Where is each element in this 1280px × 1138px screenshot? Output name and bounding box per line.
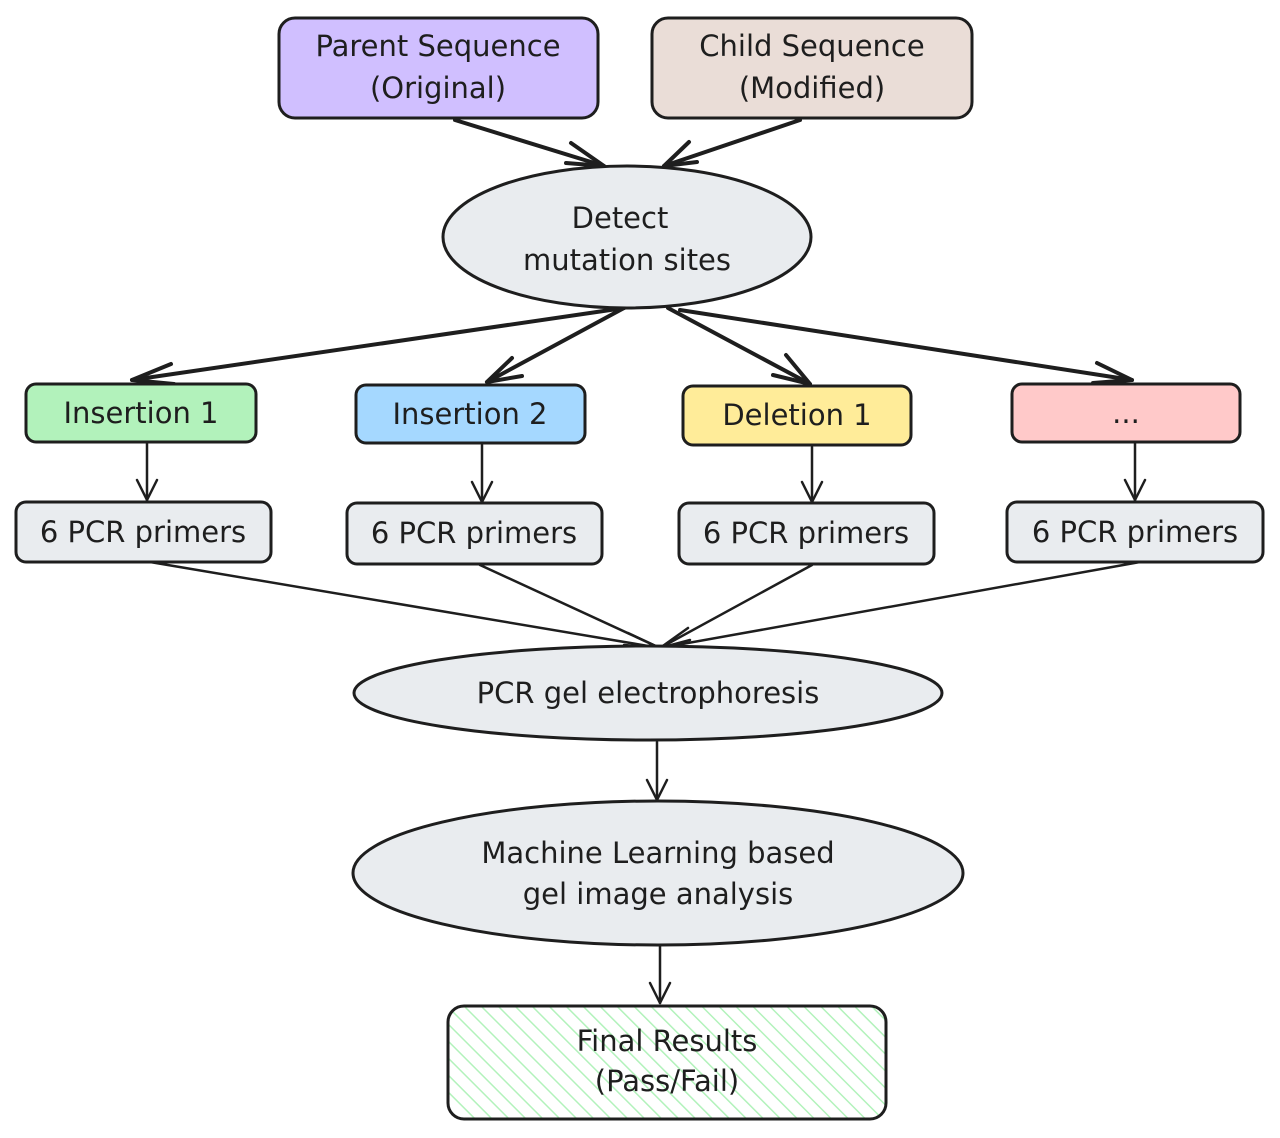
edge-detect-to-insertion2 xyxy=(485,306,626,384)
final-results-line1: Final Results xyxy=(577,1024,758,1058)
edge-detect-to-ellipsis xyxy=(678,308,1134,385)
final-results-line2: (Pass/Fail) xyxy=(595,1064,739,1098)
edge-insertion1-to-primers1 xyxy=(135,441,159,502)
insertion-1-node: Insertion 1 xyxy=(24,382,258,444)
detect-line2: mutation sites xyxy=(523,243,731,277)
pcr-gel-electrophoresis-label: PCR gel electrophoresis xyxy=(477,676,820,710)
deletion-1-node: Deletion 1 xyxy=(681,384,913,447)
pcr-primers-node-3: 6 PCR primers xyxy=(677,501,936,566)
edge-insertion2-to-primers2 xyxy=(470,443,494,504)
detect-mutation-sites-node: Detect mutation sites xyxy=(441,164,813,310)
edge-child-to-detect xyxy=(662,118,802,168)
edge-ellipsis-to-primers4 xyxy=(1123,441,1147,502)
insertion-2-node: Insertion 2 xyxy=(354,383,587,445)
pcr-primers-label-2: 6 PCR primers xyxy=(371,516,577,550)
edge-detect-to-deletion1 xyxy=(666,306,812,386)
pcr-primers-node-1: 6 PCR primers xyxy=(14,500,273,564)
child-sequence-line1: Child Sequence xyxy=(699,29,924,63)
child-sequence-node: Child Sequence (Modified) xyxy=(650,16,974,120)
more-mutations-label: ... xyxy=(1112,396,1140,430)
edge-primers4-to-gel xyxy=(658,560,1142,650)
edge-ml-to-final xyxy=(648,944,672,1005)
pcr-primers-node-4: 6 PCR primers xyxy=(1005,500,1265,564)
edge-primers1-to-gel xyxy=(148,560,662,650)
pcr-gel-electrophoresis-node: PCR gel electrophoresis xyxy=(352,644,944,742)
insertion-1-label: Insertion 1 xyxy=(63,396,218,430)
ml-line2: gel image analysis xyxy=(523,877,794,911)
parent-sequence-node: Parent Sequence (Original) xyxy=(277,16,600,120)
edge-gel-to-ml xyxy=(645,740,669,802)
more-mutations-node: ... xyxy=(1010,382,1242,444)
ml-gel-image-analysis-node: Machine Learning based gel image analysi… xyxy=(351,799,965,947)
child-sequence-line2: (Modified) xyxy=(739,71,885,105)
edge-primers3-to-gel xyxy=(658,563,814,650)
insertion-2-label: Insertion 2 xyxy=(392,397,547,431)
detect-line1: Detect xyxy=(572,201,669,235)
edge-parent-to-detect xyxy=(453,118,606,168)
pcr-primers-label-1: 6 PCR primers xyxy=(40,515,246,549)
parent-sequence-line1: Parent Sequence xyxy=(315,29,560,63)
parent-sequence-line2: (Original) xyxy=(370,71,506,105)
final-results-node: Final Results (Pass/Fail) xyxy=(446,1004,888,1121)
ml-line1: Machine Learning based xyxy=(481,836,834,870)
pcr-primers-node-2: 6 PCR primers xyxy=(345,501,604,566)
pcr-primers-label-3: 6 PCR primers xyxy=(703,516,909,550)
edge-deletion1-to-primers3 xyxy=(800,445,824,504)
pcr-primers-label-4: 6 PCR primers xyxy=(1032,515,1238,549)
deletion-1-label: Deletion 1 xyxy=(722,398,871,432)
